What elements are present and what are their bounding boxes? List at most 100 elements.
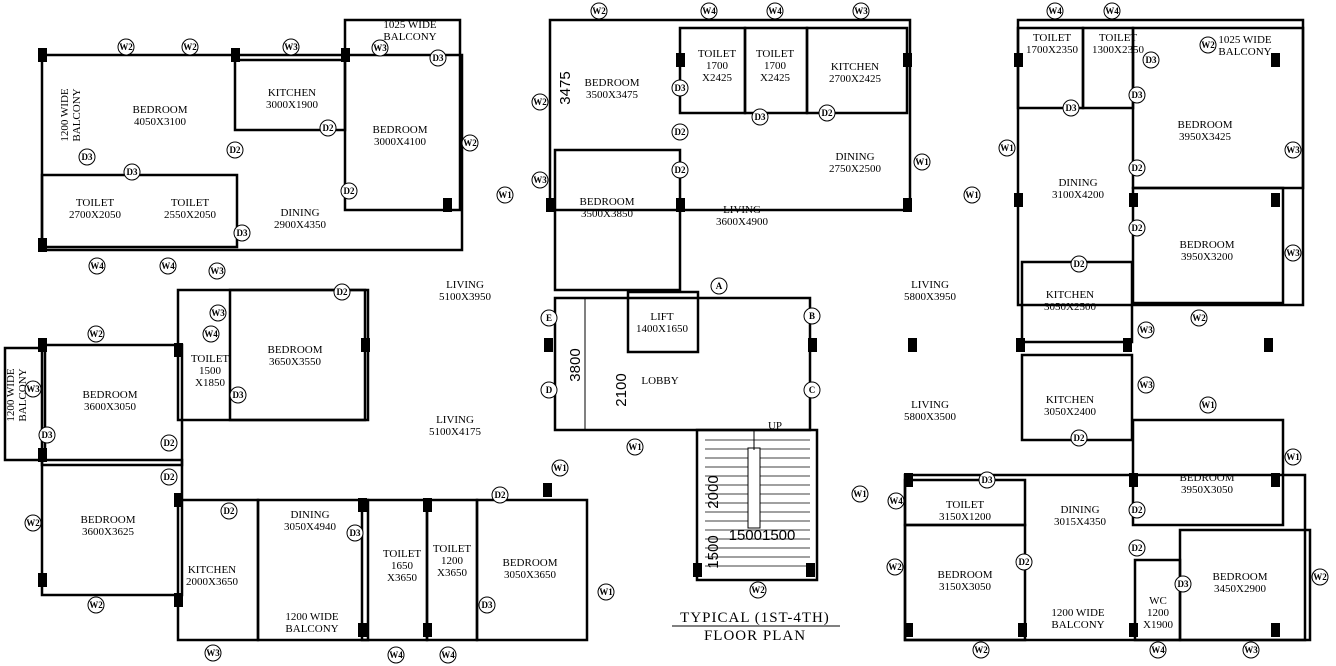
opening-tag: W1 [1284,448,1302,466]
tag-label: W2 [1201,40,1215,50]
room-label-line: TOILET [433,543,472,555]
opening-tag: D3 [671,79,689,97]
column [543,483,552,497]
opening-tag: W4 [202,325,220,343]
room-label-line: DINING [1058,177,1097,189]
room-label-line: 1300X2350 [1092,44,1144,56]
opening-tag: W2 [749,581,767,599]
tag-label: D3 [675,83,686,93]
room-label-line: 1400X1650 [636,323,688,335]
room-label-line: TOILET [191,353,230,365]
tag-circle [886,558,904,576]
tag-circle [160,468,178,486]
tag-label: D2 [1132,543,1143,553]
opening-tag: W2 [87,325,105,343]
wall-segment [233,58,347,132]
tag-circle [24,380,42,398]
room-label-line: BEDROOM [1212,571,1267,583]
opening-tag: D3 [751,108,769,126]
opening-tag: D2 [1015,553,1033,571]
tag-label: D3 [82,152,93,162]
room-label-line: BEDROOM [584,77,639,89]
tag-circle [1128,159,1146,177]
tag-circle [319,119,337,137]
room-label-line: 3600X4900 [716,216,768,228]
opening-tag: D2 [226,141,244,159]
room-label-line: DINING [835,151,874,163]
tag-label: W2 [463,138,477,148]
column [174,493,183,507]
opening-tag: W1 [597,583,615,601]
tag-circle [429,49,447,67]
column [1271,193,1280,207]
entrance-marker-label: D [546,385,553,395]
column [806,563,815,577]
opening-tag: W3 [1242,641,1260,659]
opening-tag: W2 [24,514,42,532]
opening-tag: W2 [1199,36,1217,54]
room-label-line: 3000X1900 [266,99,318,111]
tag-circle [671,161,689,179]
room-label-line: 2000X3650 [186,576,238,588]
tag-circle [333,283,351,301]
wall-segment [3,346,47,462]
room-label-line: 1025 WIDE [383,19,437,31]
room-label-line: LOBBY [641,375,678,387]
tag-circle [24,514,42,532]
opening-tag: D2 [671,123,689,141]
wall-segment [40,458,184,597]
tag-label: D3 [755,112,766,122]
opening-tag: D2 [1070,429,1088,447]
column [1123,338,1132,352]
wall-segment [256,498,370,642]
opening-tag: W4 [159,257,177,275]
column [1271,53,1280,67]
wall-segment [1131,186,1285,305]
room-label-line: WC [1149,595,1167,607]
opening-tag: D2 [1128,539,1146,557]
room-label-line: 1200 WIDE [59,88,71,142]
column [361,338,370,352]
tag-label: W1 [853,489,867,499]
opening-tag: W1 [1199,396,1217,414]
opening-tag: W2 [972,641,990,659]
dimension-label: 15001500 [729,527,796,544]
tag-circle [478,596,496,614]
room-label-line: 1650 [391,560,414,572]
room-label-line: 1200 [441,555,464,567]
room-label-line: TOILET [383,548,422,560]
wall-segment [1131,418,1285,527]
room-label-line: DINING [280,207,319,219]
opening-tag: W1 [963,186,981,204]
dimension-label: 1500 [705,535,722,568]
opening-tag: D3 [229,386,247,404]
tag-circle [851,485,869,503]
tag-circle [1142,51,1160,69]
column [1129,623,1138,637]
tag-label: D2 [1074,433,1085,443]
opening-tag: W4 [439,646,457,664]
tag-circle [671,123,689,141]
opening-tag: D2 [1128,501,1146,519]
column [1018,623,1027,637]
column [1016,338,1025,352]
wall-segment [903,523,1027,642]
tag-circle [160,434,178,452]
tag-circle [78,148,96,166]
tag-label: D3 [1178,579,1189,589]
room-label-line: LIVING [911,399,949,411]
tag-circle [1284,141,1302,159]
